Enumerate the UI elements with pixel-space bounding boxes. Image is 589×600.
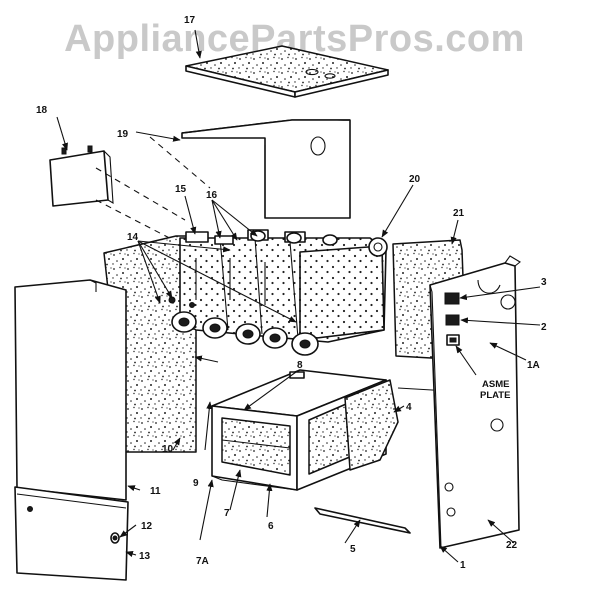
callout-6: 6 [268,521,274,532]
callout-1a: 1A [527,360,540,371]
part-11-left-jacket [14,279,127,501]
callout-5: 5 [350,544,356,555]
callout-7a: 7A [196,556,209,567]
asme-plate-label-line1: ASME [482,379,509,390]
alignment-line [149,136,211,189]
asme-plate-label-line2: PLATE [480,390,510,401]
part-13-lower-door [14,486,129,581]
callout-20: 20 [409,174,421,185]
callout-labels: 17 18 19 20 21 15 16 14 3 2 1A ASME PLAT… [36,15,547,571]
part-4-insulation [344,379,399,471]
callout-12: 12 [141,521,153,532]
callout-15: 15 [175,184,187,195]
part-8-bracket [289,371,305,379]
alignment-line [95,167,186,221]
callout-21: 21 [453,208,465,219]
callout-1: 1 [460,560,466,571]
callout-19: 19 [117,129,129,140]
callout-11: 11 [150,486,161,497]
callout-22: 22 [506,540,518,551]
callout-2: 2 [541,322,547,333]
callout-7: 7 [224,508,230,519]
callout-8: 8 [297,360,303,371]
callout-17: 17 [184,15,196,26]
callout-13: 13 [139,551,151,562]
part-19-draft-hood [181,119,351,219]
part-5-base-strip [314,507,411,534]
callout-18: 18 [36,105,48,116]
callout-16: 16 [206,190,218,201]
part-14-burners [168,296,319,356]
callout-4: 4 [406,402,412,413]
part-1-right-jacket [429,255,521,549]
alignment-line [95,199,186,247]
leader-lines [56,29,541,563]
callout-9: 9 [193,478,199,489]
part-17-top-panel [185,45,389,98]
callout-10: 10 [162,444,174,455]
callout-3: 3 [541,277,547,288]
callout-14: 14 [127,232,139,243]
part-18-control-module [49,145,114,207]
